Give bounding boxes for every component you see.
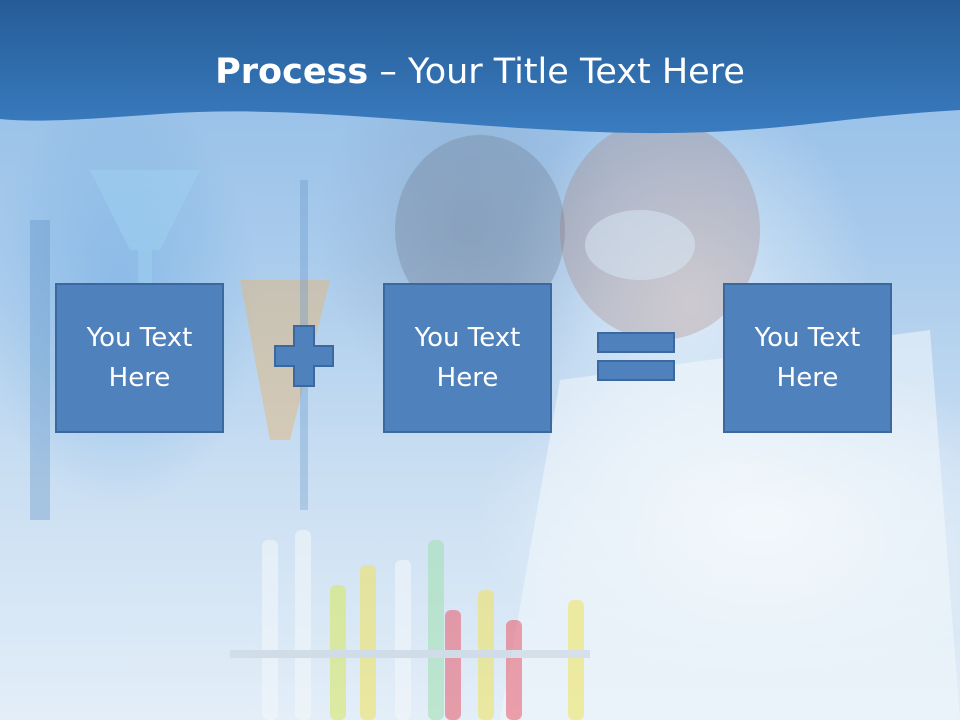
process-box-1[interactable]: You Text Here (55, 283, 224, 433)
slide-title-bold: Process (215, 52, 369, 92)
equals-icon (596, 331, 678, 390)
process-box-2[interactable]: You Text Here (383, 283, 552, 433)
slide-title[interactable]: Process – Your Title Text Here (0, 52, 960, 92)
plus-icon (273, 324, 335, 393)
slide-title-rest: – Your Title Text Here (368, 52, 745, 92)
title-banner (0, 0, 960, 140)
process-box-3[interactable]: You Text Here (723, 283, 892, 433)
